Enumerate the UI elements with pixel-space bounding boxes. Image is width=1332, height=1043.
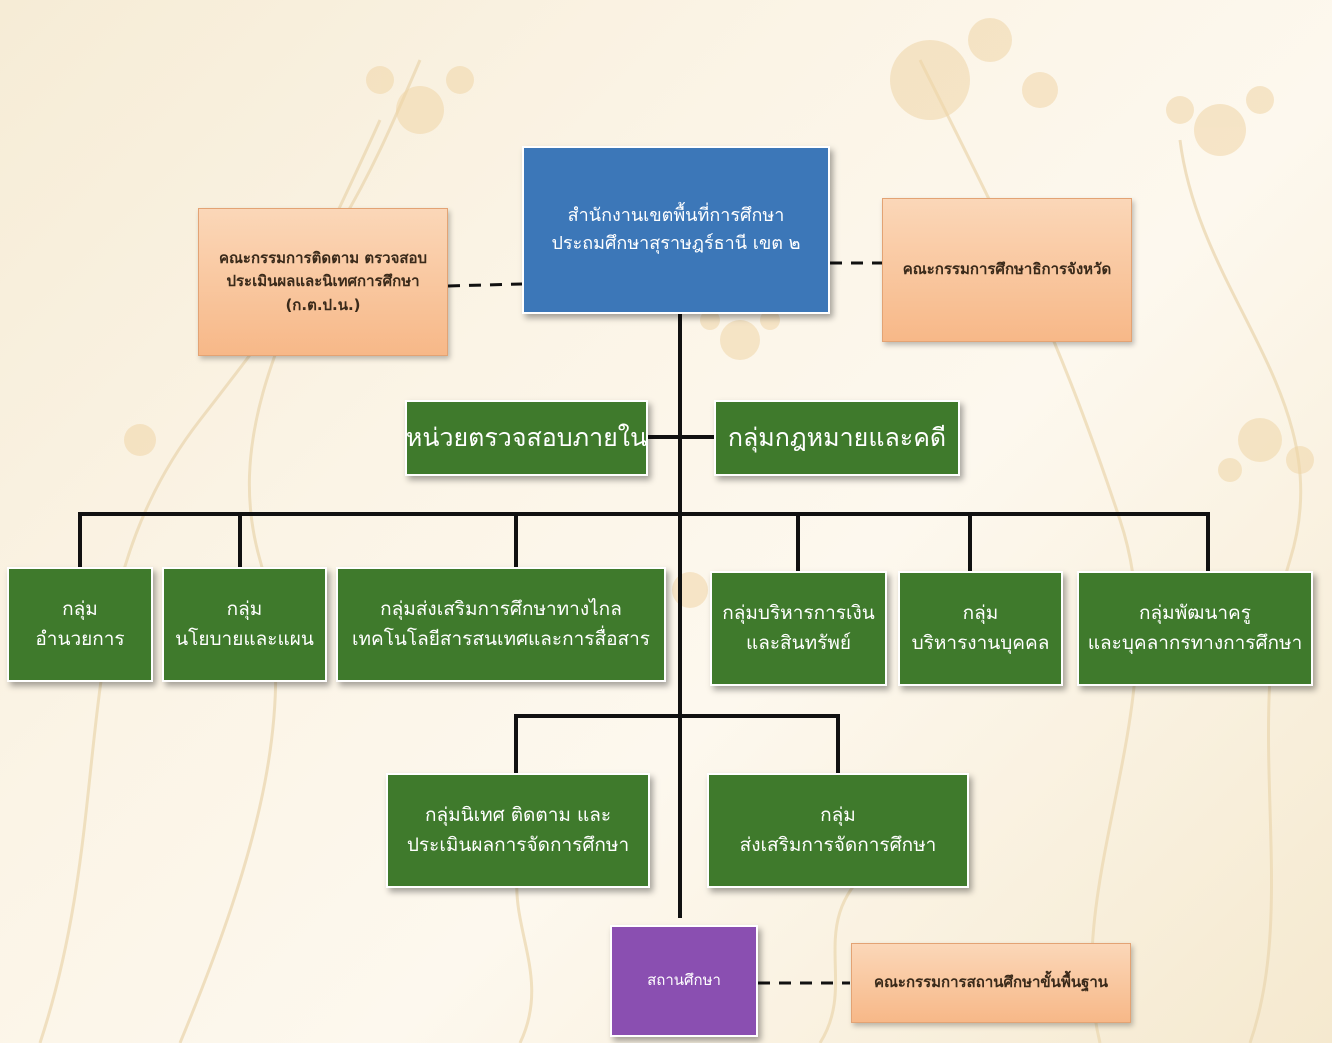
group-supervision-line-1: กลุ่มนิเทศ ติดตาม และ bbox=[424, 804, 612, 827]
group-edu-promotion-box: กลุ่ม ส่งเสริมการจัดการศึกษา bbox=[707, 773, 969, 888]
group-policy-plan-line-2: นโยบายและแผน bbox=[175, 627, 314, 650]
legal-group-label: กลุ่มกฎหมายและคดี bbox=[727, 422, 947, 452]
group-admin-line-1: กลุ่ม bbox=[62, 598, 98, 621]
school-board-label: คณะกรรมการสถานศึกษาขั้นพื้นฐาน bbox=[873, 973, 1109, 992]
group-personnel-line-2: บริหารงานบุคคล bbox=[911, 631, 1050, 654]
group-personnel-box: กลุ่ม บริหารงานบุคคล bbox=[898, 571, 1063, 686]
group-policy-plan-box: กลุ่ม นโยบายและแผน bbox=[162, 567, 327, 682]
committee-right-line-1: คณะกรรมการศึกษาธิการจังหวัด bbox=[902, 260, 1112, 279]
schools-box: สถานศึกษา bbox=[610, 925, 758, 1037]
main-office-line-2: ประถมศึกษาสุราษฎร์ธานี เขต ๒ bbox=[551, 233, 801, 254]
group-supervision-line-2: ประเมินผลการจัดการศึกษา bbox=[406, 833, 630, 856]
group-personnel-line-1: กลุ่ม bbox=[962, 602, 999, 625]
group-finance-line-1: กลุ่มบริหารการเงิน bbox=[722, 602, 875, 625]
group-distance-ict-line-1: กลุ่มส่งเสริมการศึกษาทางไกล bbox=[380, 598, 622, 621]
group-supervision-box: กลุ่มนิเทศ ติดตาม และ ประเมินผลการจัดการ… bbox=[386, 773, 650, 888]
legal-group-box: กลุ่มกฎหมายและคดี bbox=[714, 400, 960, 476]
group-admin-box: กลุ่ม อำนวยการ bbox=[7, 567, 153, 682]
group-finance-box: กลุ่มบริหารการเงิน และสินทรัพย์ bbox=[710, 571, 887, 686]
group-admin-line-2: อำนวยการ bbox=[35, 627, 125, 650]
group-distance-ict-line-2: เทคโนโลยีสารสนเทศและการสื่อสาร bbox=[352, 627, 650, 650]
group-teacher-dev-box: กลุ่มพัฒนาครู และบุคลากรทางการศึกษา bbox=[1077, 571, 1313, 686]
internal-audit-box: หน่วยตรวจสอบภายใน bbox=[405, 400, 648, 476]
dashed-link-left bbox=[447, 282, 523, 288]
main-office-box: สำนักงานเขตพื้นที่การศึกษา ประถมศึกษาสุร… bbox=[522, 146, 830, 314]
schools-label: สถานศึกษา bbox=[647, 971, 721, 990]
internal-audit-label: หน่วยตรวจสอบภายใน bbox=[405, 422, 648, 452]
school-board-box: คณะกรรมการสถานศึกษาขั้นพื้นฐาน bbox=[851, 943, 1131, 1023]
group-edu-promotion-line-2: ส่งเสริมการจัดการศึกษา bbox=[739, 833, 937, 856]
group-policy-plan-line-1: กลุ่ม bbox=[226, 598, 263, 621]
committee-right-box: คณะกรรมการศึกษาธิการจังหวัด bbox=[882, 198, 1132, 342]
committee-left-line-2: ประเมินผลและนิเทศการศึกษา bbox=[226, 272, 420, 291]
group-edu-promotion-line-1: กลุ่ม bbox=[820, 804, 856, 827]
group-teacher-dev-line-2: และบุคลากรทางการศึกษา bbox=[1087, 631, 1303, 654]
committee-left-line-3: (ก.ต.ป.น.) bbox=[285, 295, 361, 314]
main-office-line-1: สำนักงานเขตพื้นที่การศึกษา bbox=[567, 205, 785, 227]
group-finance-line-2: และสินทรัพย์ bbox=[745, 631, 852, 654]
group-teacher-dev-line-1: กลุ่มพัฒนาครู bbox=[1139, 602, 1251, 625]
committee-left-box: คณะกรรมการติดตาม ตรวจสอบ ประเมินผลและนิเ… bbox=[198, 208, 448, 356]
group-distance-ict-box: กลุ่มส่งเสริมการศึกษาทางไกล เทคโนโลยีสาร… bbox=[336, 567, 666, 682]
committee-left-line-1: คณะกรรมการติดตาม ตรวจสอบ bbox=[218, 249, 428, 268]
